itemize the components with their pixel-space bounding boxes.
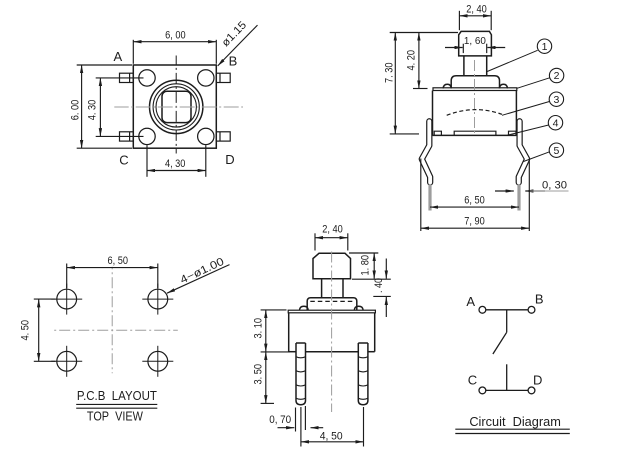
svg-text:0, 30: 0, 30	[542, 179, 567, 191]
svg-text:7. 30: 7. 30	[383, 63, 395, 84]
svg-text:5: 5	[553, 145, 559, 157]
svg-text:4, 30: 4, 30	[165, 158, 186, 170]
svg-text:1. 80: 1. 80	[360, 255, 372, 276]
svg-text:A: A	[466, 294, 475, 309]
svg-text:0, 70: 0, 70	[269, 414, 291, 426]
svg-text:D: D	[533, 373, 542, 388]
svg-text:B: B	[229, 53, 238, 68]
svg-text:1, 60: 1, 60	[464, 36, 486, 47]
svg-text:2, 40: 2, 40	[466, 3, 487, 15]
svg-text:6, 00: 6, 00	[165, 29, 186, 41]
svg-text:3: 3	[553, 94, 559, 106]
svg-text:4. 50: 4. 50	[19, 320, 31, 341]
svg-text:3. 50: 3. 50	[253, 364, 265, 385]
svg-text:C: C	[468, 373, 477, 388]
svg-text:1: 1	[542, 41, 548, 53]
svg-text:2: 2	[554, 70, 560, 82]
svg-text:2, 40: 2, 40	[322, 224, 343, 236]
svg-text:Circuit Diagram: Circuit Diagram	[469, 414, 561, 429]
svg-text:D: D	[225, 152, 234, 167]
svg-text:6, 50: 6, 50	[108, 255, 129, 267]
svg-text:P.C.B LAYOUT: P.C.B LAYOUT	[77, 389, 157, 403]
svg-text:C: C	[119, 153, 128, 168]
svg-text:7, 90: 7, 90	[464, 216, 485, 228]
svg-text:3. 10: 3. 10	[253, 318, 265, 339]
svg-text:4, 50: 4, 50	[320, 431, 343, 443]
svg-text:6, 50: 6, 50	[464, 194, 485, 206]
svg-text:4. 20: 4. 20	[406, 50, 418, 71]
svg-text:A: A	[113, 49, 122, 64]
svg-text:4: 4	[553, 117, 559, 129]
svg-text:TOP VIEW: TOP VIEW	[87, 409, 143, 423]
svg-text:4. 30: 4. 30	[87, 100, 99, 121]
svg-text:6. 00: 6. 00	[70, 100, 82, 121]
svg-text:B: B	[535, 291, 544, 306]
svg-text:. 40: . 40	[373, 278, 385, 293]
